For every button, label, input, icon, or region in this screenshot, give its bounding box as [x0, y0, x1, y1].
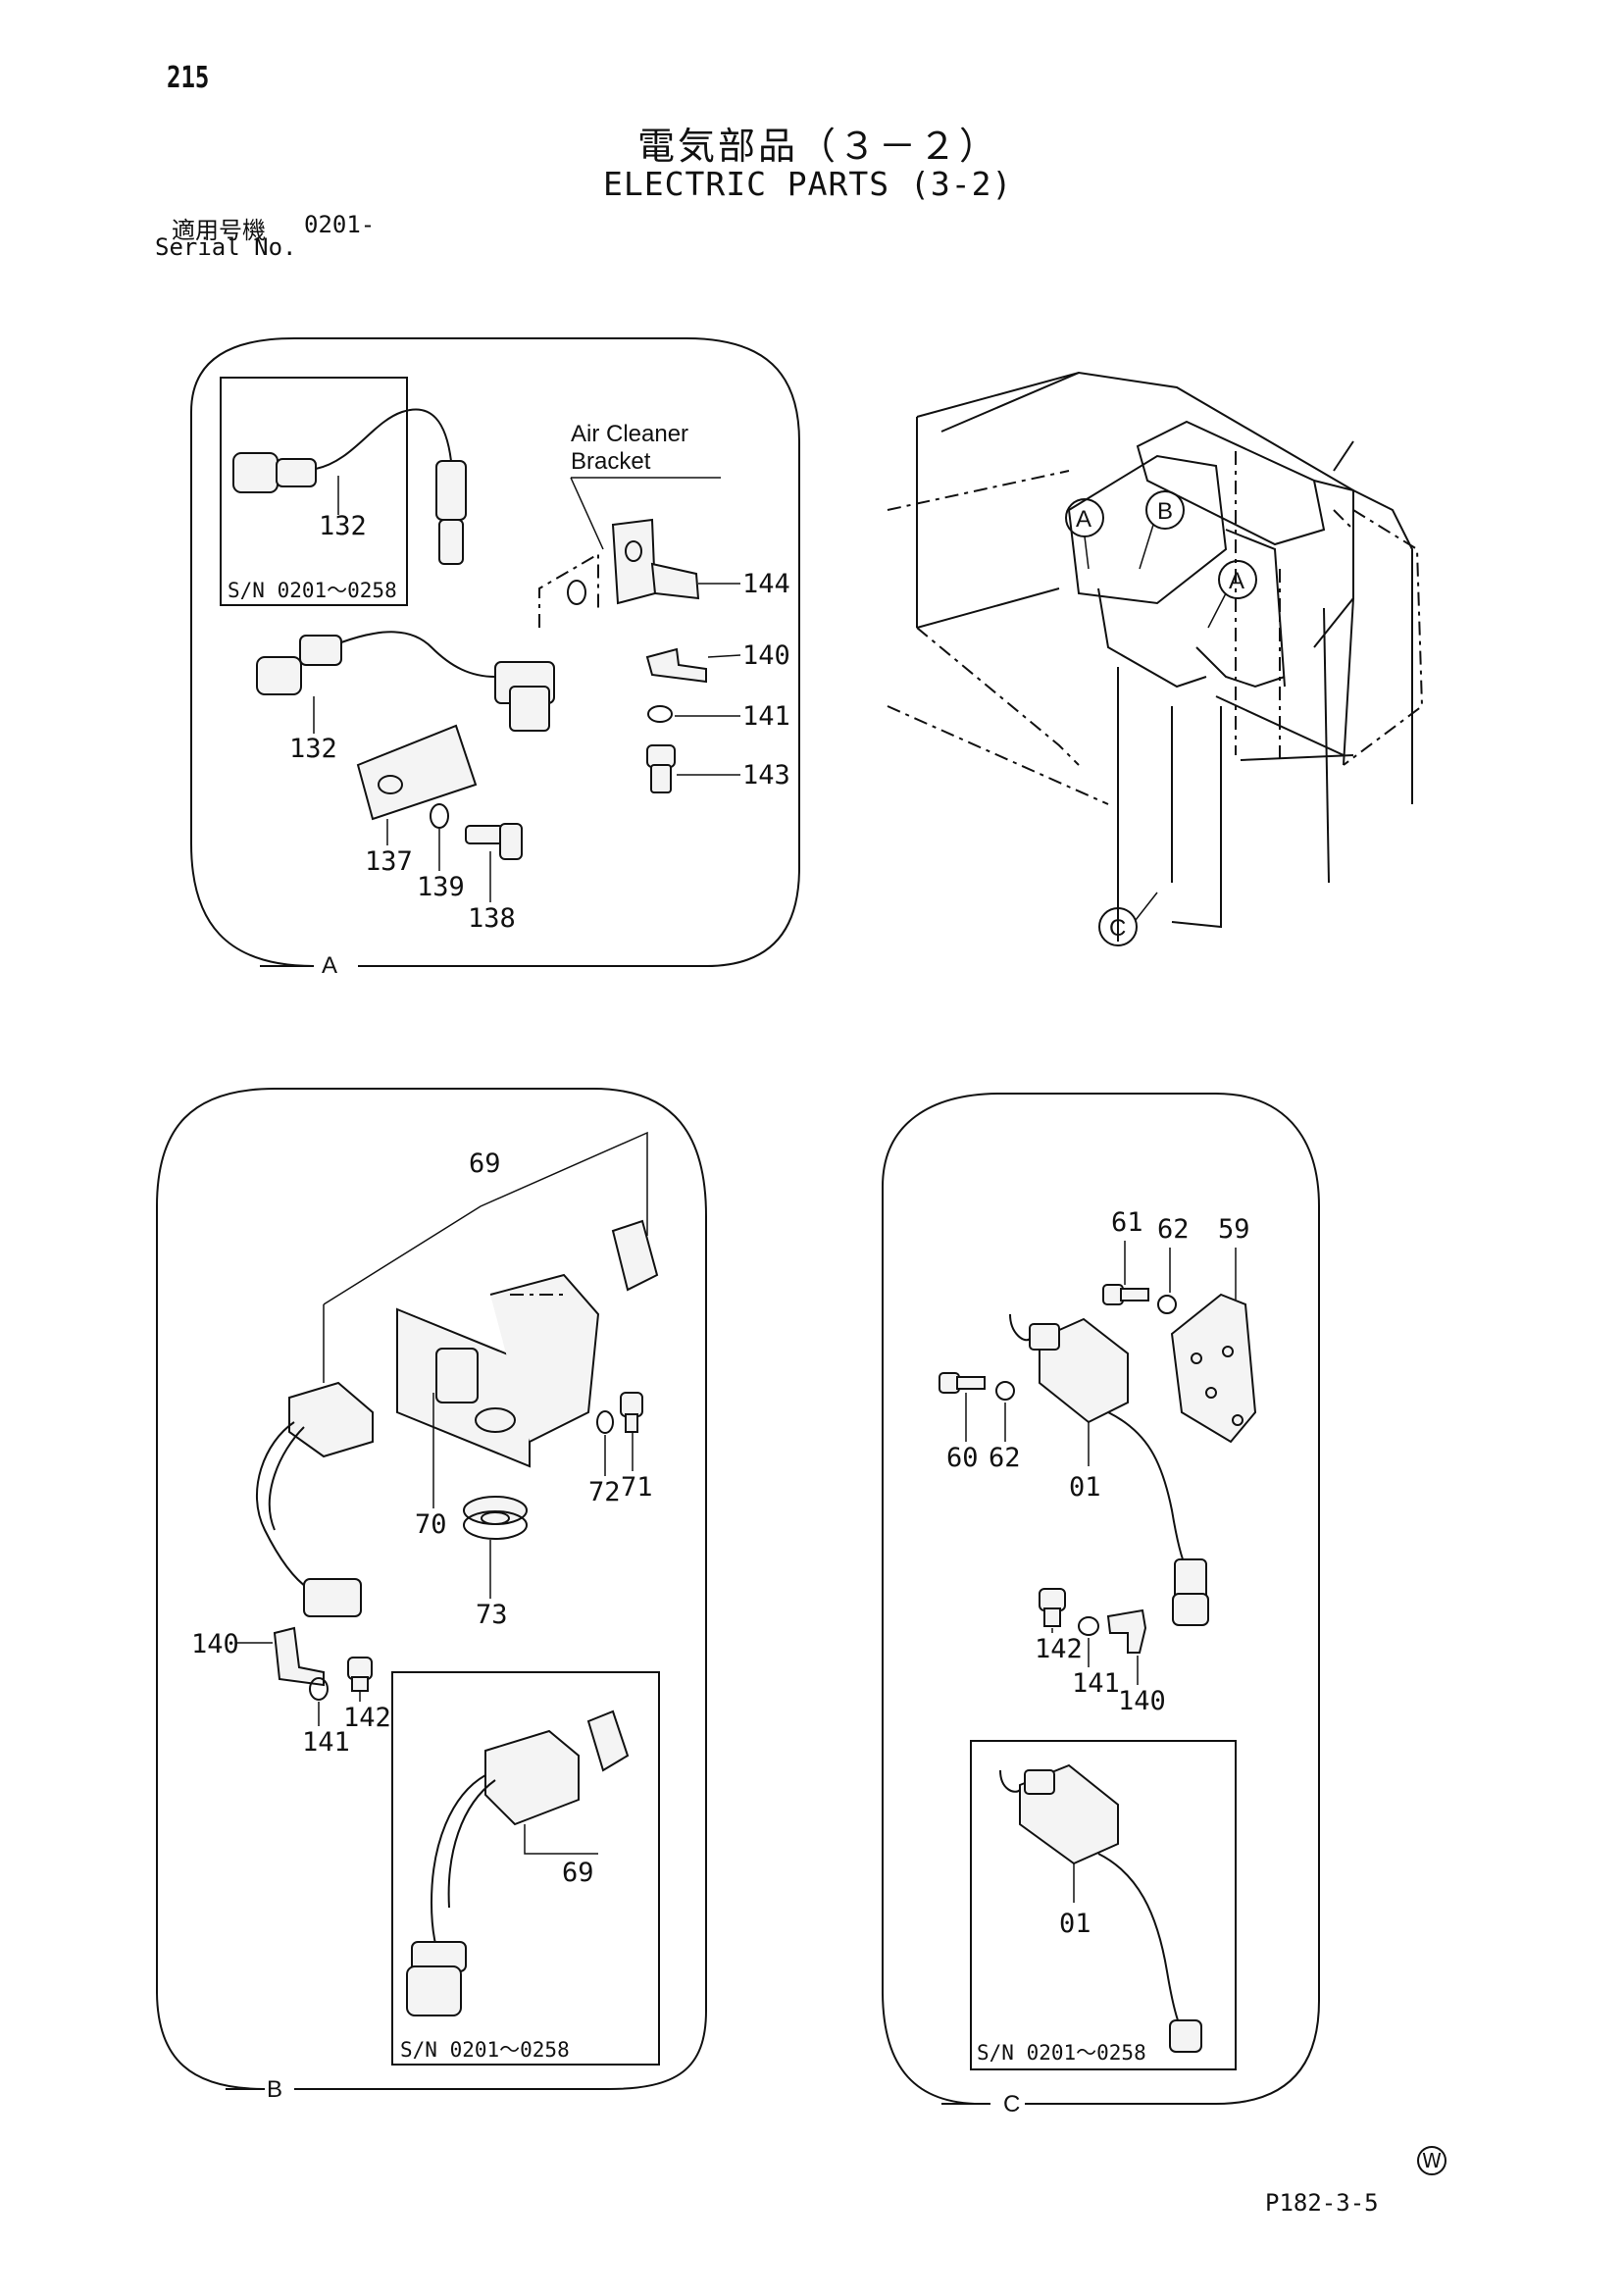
serial-label-japanese: 適用号機: [172, 217, 266, 244]
washer-62: [1157, 1295, 1177, 1314]
part-132-label: 132: [289, 734, 337, 764]
detail-a-inset-sn: S/N 0201～0258: [228, 579, 397, 602]
detail-a-view-label: A: [322, 952, 337, 979]
footer-mark: W: [1417, 2146, 1446, 2175]
detail-b-view-label: B: [267, 2076, 282, 2103]
part-144-label: 144: [742, 569, 790, 599]
part-62-label: 62: [1157, 1214, 1190, 1245]
part-60-label: 60: [946, 1443, 979, 1473]
part-140-b-label: 140: [191, 1629, 239, 1659]
part-70-label: 70: [415, 1509, 447, 1540]
detail-c-inset-box: [970, 1740, 1237, 2070]
screw-60: [939, 1372, 986, 1394]
svg-text:B: B: [1157, 498, 1173, 525]
clip-140-c: [1106, 1608, 1147, 1654]
sensor-132-inset: [232, 408, 467, 565]
clip-140: [645, 647, 707, 684]
air-cleaner-note-line2: Bracket: [571, 448, 651, 475]
engine-main-view: A B A C: [887, 371, 1424, 946]
air-cleaner-note-line1: Air Cleaner: [571, 421, 688, 447]
clip-140-b: [273, 1626, 325, 1687]
part-71-label: 71: [621, 1472, 653, 1503]
part-141-c-label: 141: [1072, 1668, 1120, 1699]
detail-b-inset-box: [391, 1671, 660, 2066]
page-number: 215: [167, 61, 210, 95]
callout-c: C: [1098, 892, 1158, 946]
part-01-inset-label: 01: [1059, 1909, 1091, 1939]
part-73-label: 73: [476, 1600, 508, 1630]
part-141-label: 141: [742, 701, 790, 732]
washer-62-c: [995, 1381, 1015, 1401]
bolt-142-c: [1039, 1588, 1066, 1627]
part-138-label: 138: [468, 903, 516, 934]
part-61-label: 61: [1111, 1207, 1143, 1238]
part-142-b-label: 142: [343, 1703, 391, 1733]
part-132-inset-label: 132: [319, 511, 367, 541]
part-69-inset-label: 69: [562, 1858, 594, 1888]
screw-61: [1102, 1284, 1149, 1305]
bolt-142-b: [347, 1657, 373, 1692]
part-137-label: 137: [365, 846, 413, 877]
serial-value: 0201-: [304, 211, 376, 238]
part-140-c-label: 140: [1118, 1686, 1166, 1716]
washer-141-b: [309, 1677, 329, 1701]
svg-text:A: A: [1229, 568, 1244, 594]
washer-139: [430, 803, 449, 829]
plate-137: [356, 724, 478, 821]
part-62-c-label: 62: [989, 1443, 1021, 1473]
page-title-japanese: 電気部品（３－２）: [637, 125, 1000, 168]
serial-label-english: Serial No.: [155, 233, 297, 261]
detail-a-panel: A S/N 0201～0258 132 132 137: [190, 337, 800, 979]
part-143-label: 143: [742, 760, 790, 791]
detail-c-inset-sn: S/N 0201～0258: [977, 2041, 1146, 2065]
bolt-143: [646, 744, 676, 793]
part-01-label: 01: [1069, 1472, 1101, 1503]
callout-a-1: A: [1065, 498, 1104, 570]
detail-c-view-label: C: [1003, 2091, 1020, 2117]
part-72-label: 72: [588, 1477, 621, 1507]
part-69-label: 69: [469, 1148, 501, 1179]
callout-b: B: [1139, 490, 1185, 570]
svg-text:A: A: [1076, 506, 1091, 533]
relay-69: [288, 1381, 374, 1458]
detail-b-panel: B 69 70 73 72 71: [156, 1088, 707, 2103]
detail-b-inset-sn: S/N 0201～0258: [400, 2038, 570, 2062]
washer-72: [596, 1410, 614, 1434]
part-139-label: 139: [417, 872, 465, 902]
callout-a-2: A: [1207, 560, 1257, 629]
switch-01: [1039, 1317, 1129, 1424]
washer-141-c: [1078, 1616, 1099, 1636]
detail-c-panel: C 61 62 59 01 60: [882, 1093, 1320, 2117]
page-title-english: ELECTRIC PARTS (3-2): [603, 165, 1013, 203]
plate-59: [1170, 1293, 1257, 1444]
sensor-132: [256, 631, 555, 732]
bolt-71: [620, 1392, 643, 1433]
part-59-label: 59: [1218, 1214, 1250, 1245]
bolt-138: [465, 823, 523, 860]
part-141-b-label: 141: [302, 1727, 350, 1758]
part-142-c-label: 142: [1035, 1634, 1083, 1664]
part-140-label: 140: [742, 640, 790, 671]
footer-code: P182-3-5: [1265, 2189, 1379, 2217]
washer-141: [647, 705, 673, 723]
detail-a-inset-box: [220, 377, 408, 606]
relay-69-inset: [484, 1729, 580, 1826]
svg-text:C: C: [1109, 915, 1126, 942]
